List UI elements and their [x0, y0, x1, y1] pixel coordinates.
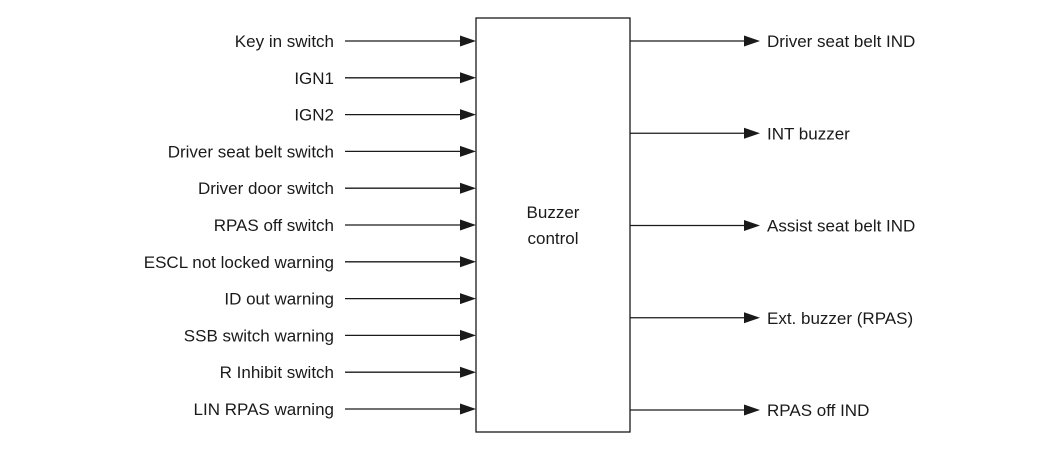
- output-arrowhead: [744, 127, 760, 139]
- output-signal-driver-seat-belt-ind: Driver seat belt IND: [630, 32, 915, 51]
- input-signal-ign2: IGN2: [294, 106, 476, 125]
- input-label: RPAS off switch: [214, 216, 334, 235]
- input-arrowhead: [460, 145, 476, 157]
- input-arrowhead: [460, 182, 476, 194]
- input-arrowhead: [460, 293, 476, 305]
- input-signal-escl-not-locked-warning: ESCL not locked warning: [144, 253, 476, 272]
- input-signal-driver-door-switch: Driver door switch: [198, 179, 476, 198]
- input-signal-ign1: IGN1: [294, 69, 476, 88]
- input-signal-lin-rpas-warning: LIN RPAS warning: [194, 400, 476, 419]
- input-arrowhead: [460, 329, 476, 341]
- input-arrowhead: [460, 403, 476, 415]
- output-label: INT buzzer: [767, 124, 850, 143]
- output-label: Assist seat belt IND: [767, 217, 915, 236]
- input-label: Key in switch: [235, 32, 334, 51]
- input-signal-rpas-off-switch: RPAS off switch: [214, 216, 476, 235]
- buzzer-control-block: [475, 17, 631, 433]
- input-signal-ssb-switch-warning: SSB switch warning: [184, 326, 476, 345]
- input-label: IGN2: [294, 106, 334, 125]
- block-label-line-2: control: [527, 229, 578, 248]
- input-label: ESCL not locked warning: [144, 253, 334, 272]
- input-arrowhead: [460, 109, 476, 121]
- output-arrowhead: [744, 35, 760, 47]
- input-arrowhead: [460, 256, 476, 268]
- output-signal-assist-seat-belt-ind: Assist seat belt IND: [630, 217, 915, 236]
- input-label: IGN1: [294, 69, 334, 88]
- output-arrowhead: [744, 312, 760, 324]
- input-label: LIN RPAS warning: [194, 400, 334, 419]
- input-label: Driver seat belt switch: [168, 142, 334, 161]
- input-label: SSB switch warning: [184, 326, 334, 345]
- input-label: ID out warning: [224, 290, 334, 309]
- input-signal-driver-seat-belt-switch: Driver seat belt switch: [168, 142, 476, 161]
- output-signal-int-buzzer: INT buzzer: [630, 124, 850, 143]
- input-arrowhead: [460, 366, 476, 378]
- output-label: Ext. buzzer (RPAS): [767, 309, 913, 328]
- input-arrowhead: [460, 72, 476, 84]
- input-label: Driver door switch: [198, 179, 334, 198]
- output-label: Driver seat belt IND: [767, 32, 915, 51]
- input-signal-id-out-warning: ID out warning: [224, 290, 476, 309]
- output-arrowhead: [744, 220, 760, 231]
- input-label: R Inhibit switch: [220, 363, 334, 382]
- output-signal-ext-buzzer-rpas: Ext. buzzer (RPAS): [630, 309, 913, 328]
- output-label: RPAS off IND: [767, 401, 869, 420]
- input-arrowhead: [460, 219, 476, 231]
- block-label-line-1: Buzzer: [527, 203, 580, 222]
- output-signal-rpas-off-ind: RPAS off IND: [630, 401, 869, 420]
- input-signal-r-inhibit-switch: R Inhibit switch: [220, 363, 476, 382]
- output-arrowhead: [744, 404, 760, 416]
- input-arrowhead: [460, 35, 476, 47]
- input-signal-key-in-switch: Key in switch: [235, 32, 476, 51]
